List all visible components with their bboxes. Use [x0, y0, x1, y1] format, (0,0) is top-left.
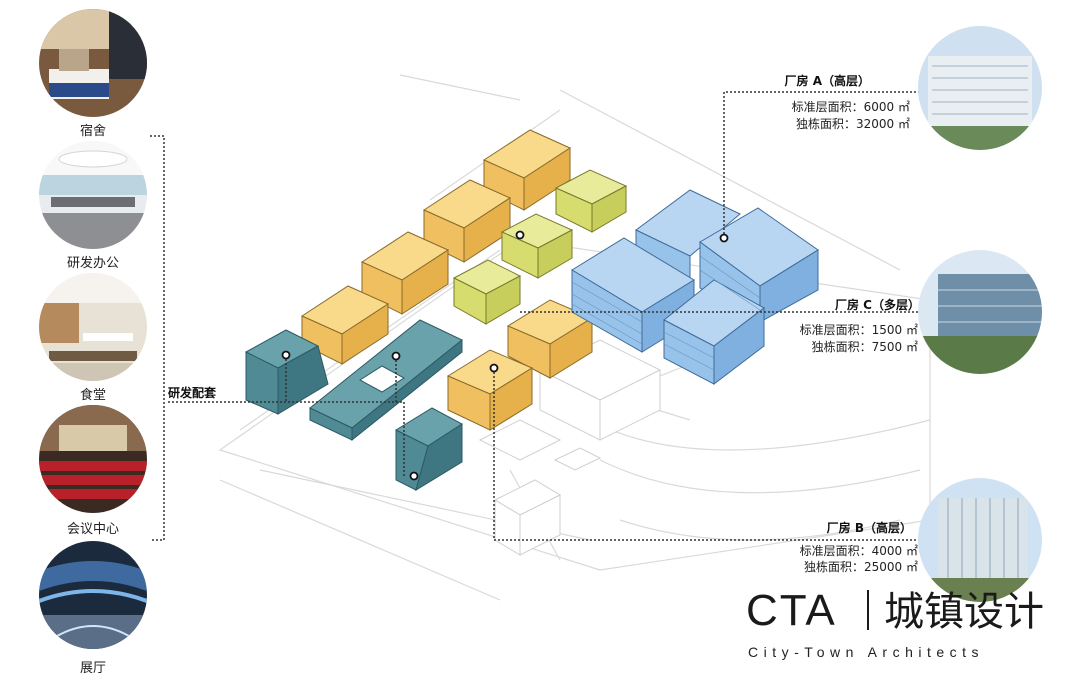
conference-center-photo [39, 405, 147, 513]
cta-logo-chinese: 城镇设计 [884, 589, 1044, 635]
yellow-block-6 [446, 349, 534, 431]
teal-block-2 [309, 319, 463, 442]
blue-buildings [571, 189, 819, 386]
rd-support-label: 研发配套 [168, 386, 217, 400]
leader-lines [168, 91, 920, 541]
factory-a-photo [918, 26, 1042, 150]
factory-a-building-area: 独栋面积：32000 ㎡ [796, 117, 910, 131]
exhibition-hall-photo [39, 541, 147, 649]
olive-block-2 [500, 213, 574, 279]
blue-block-factory-c-large [571, 237, 695, 353]
logo-divider [867, 590, 869, 630]
factory-b-title: 厂房 B（高层） [826, 521, 912, 535]
factory-a-title: 厂房 A（高层） [784, 74, 870, 88]
olive-block-1 [554, 169, 628, 233]
teal-buildings [244, 319, 463, 492]
amenity-label-dormitory: 宿舍 [79, 124, 106, 139]
factory-c-photo [918, 250, 1042, 374]
white-low-rise [478, 339, 662, 556]
amenity-label-canteen: 食堂 [79, 388, 106, 403]
factory-b-floor-area: 标准层面积：4000 ㎡ [799, 544, 918, 558]
olive-block-3 [452, 259, 522, 325]
factory-a-floor-area: 标准层面积：6000 ㎡ [791, 100, 910, 114]
yellow-block-2 [422, 179, 512, 263]
leader-markers [281, 230, 729, 481]
yellow-block-1 [482, 129, 572, 211]
yellow-block-3 [360, 231, 450, 315]
cta-logo-text: CTA [746, 586, 837, 635]
blue-block-factory-c-small [663, 279, 765, 386]
yellow-buildings [300, 129, 594, 431]
teal-block-1 [244, 329, 329, 415]
amenity-label-rd-office: 研发办公 [66, 256, 119, 271]
factory-b-building-area: 独栋面积：25000 ㎡ [804, 560, 918, 574]
factory-c-floor-area: 标准层面积：1500 ㎡ [799, 323, 918, 337]
factory-c-building-area: 独栋面积：7500 ㎡ [811, 340, 918, 354]
factory-c-title: 厂房 C（多层） [835, 298, 920, 312]
olive-buildings [452, 169, 628, 325]
cta-logo: CTA [746, 586, 837, 636]
teal-block-3 [394, 407, 463, 492]
amenity-label-exhibition-hall: 展厅 [79, 661, 106, 676]
yellow-block-5 [506, 299, 594, 379]
cta-logo-subtitle: City-Town Architects [748, 644, 985, 660]
amenity-label-conference-center: 会议中心 [66, 522, 119, 537]
yellow-block-4 [300, 285, 390, 365]
factory-b-photo [918, 478, 1042, 602]
